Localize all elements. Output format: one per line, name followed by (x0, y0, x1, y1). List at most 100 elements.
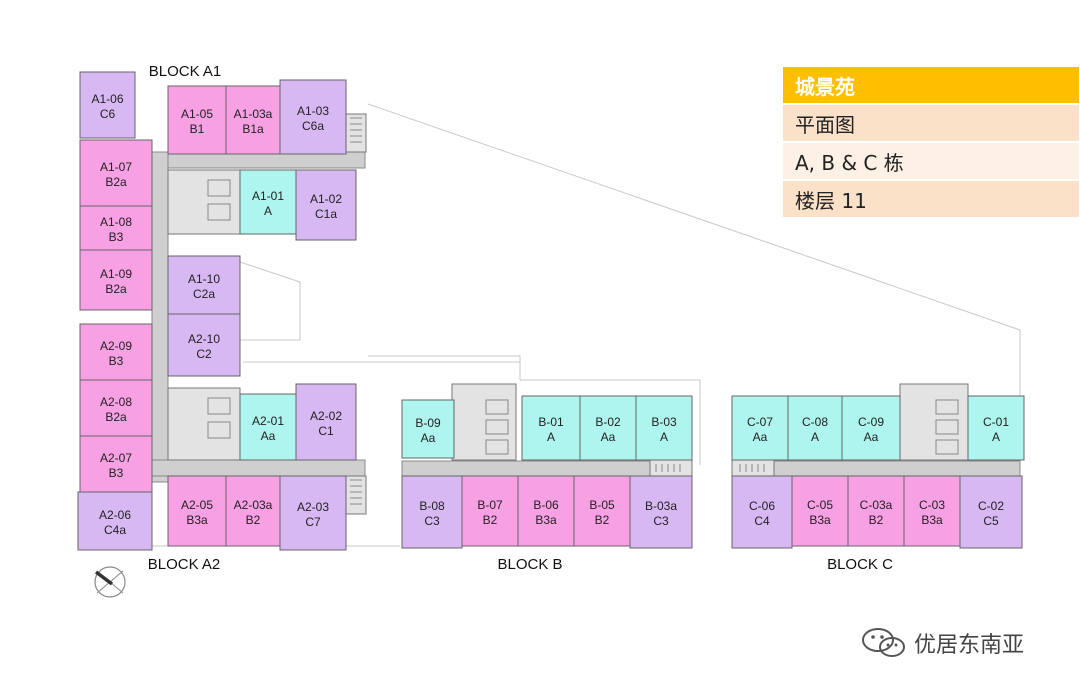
unit-shape (225, 475, 281, 547)
unit-shape (295, 383, 357, 461)
legend-floor-label: 楼层 11 (783, 181, 1079, 217)
unit-type: A (811, 430, 819, 444)
unit-type: B3 (109, 354, 124, 368)
unit-type: Aa (261, 429, 276, 443)
block-a1-label: BLOCK A1 (149, 63, 222, 80)
unit-b-01: B-01A (521, 395, 581, 461)
unit-number: A2-07 (100, 451, 132, 465)
unit-shape (847, 475, 905, 547)
unit-number: A1-02 (310, 192, 342, 206)
unit-shape (79, 323, 153, 381)
unit-number: A2-02 (310, 409, 342, 423)
unit-number: A1-07 (100, 160, 132, 174)
brand-name: 优居东南亚 (914, 633, 1025, 658)
unit-number: C-03a (860, 498, 893, 512)
unit-number: C-07 (747, 415, 773, 429)
unit-type: B3a (186, 513, 208, 527)
unit-b-03: B-03A (635, 395, 693, 461)
unit-shape (791, 475, 849, 547)
unit-type: Aa (421, 431, 436, 445)
core-details (207, 117, 959, 505)
unit-shape (903, 475, 961, 547)
corridor-c (731, 460, 1021, 477)
unit-number: A1-10 (188, 272, 220, 286)
corridor-a-spine (151, 151, 169, 483)
unit-shape (573, 475, 631, 547)
unit-number: A2-10 (188, 332, 220, 346)
unit-shape (79, 139, 153, 207)
unit-shape (295, 169, 357, 241)
block-a2-label: BLOCK A2 (148, 556, 221, 573)
unit-type: C4 (754, 514, 770, 528)
legend: 城景苑 平面图 A, B & C 栋 楼层 11 (783, 67, 1079, 219)
unit-type: C2 (196, 347, 212, 361)
unit-number: B-08 (419, 499, 445, 513)
unit-type: B2a (105, 410, 127, 424)
unit-number: B-07 (477, 498, 503, 512)
unit-number: B-02 (595, 415, 621, 429)
unit-type: B3a (921, 513, 943, 527)
unit-type: B1a (242, 122, 264, 136)
unit-shape (167, 255, 241, 315)
unit-number: A2-08 (100, 395, 132, 409)
unit-type: B3a (809, 513, 831, 527)
unit-type: A (660, 430, 668, 444)
unit-type: C7 (305, 515, 321, 529)
brand-watermark: 优居东南亚 (860, 626, 1024, 660)
unit-shape (401, 399, 455, 459)
corridor-b (401, 460, 693, 477)
unit-number: A2-06 (99, 508, 131, 522)
unit-number: B-03 (651, 415, 677, 429)
unit-type: C2a (193, 287, 215, 301)
unit-shape (959, 475, 1023, 549)
unit-shape (79, 71, 136, 139)
unit-shape (629, 475, 693, 549)
unit-number: A2-09 (100, 339, 132, 353)
unit-type: B2a (105, 175, 127, 189)
unit-number: B-09 (415, 416, 441, 430)
unit-type: B3a (535, 513, 557, 527)
unit-number: A1-03a (234, 107, 273, 121)
unit-shape (731, 395, 789, 461)
unit-type: B2 (483, 513, 498, 527)
unit-number: C-09 (858, 415, 884, 429)
unit-type: B2 (869, 513, 884, 527)
wechat-icon (862, 628, 905, 657)
unit-c-01: C-01A (967, 395, 1025, 461)
unit-type: C6 (100, 107, 116, 121)
unit-shape (79, 379, 153, 437)
units: A1-06C6A1-07B2aA1-08B3A1-09B2aA1-05B1A1-… (77, 71, 1025, 551)
unit-number: A1-03 (297, 104, 329, 118)
unit-number: A1-01 (252, 189, 284, 203)
unit-shape (967, 395, 1025, 461)
unit-type: B3 (109, 466, 124, 480)
unit-type: B1 (190, 122, 205, 136)
north-arrow-icon (94, 566, 126, 598)
stair-c (731, 459, 775, 477)
unit-shape (279, 79, 347, 155)
unit-number: B-06 (533, 498, 559, 512)
unit-type: B2 (246, 513, 261, 527)
unit-type: B2a (105, 282, 127, 296)
unit-number: B-05 (589, 498, 615, 512)
unit-type: C4a (104, 523, 126, 537)
unit-shape (79, 249, 153, 311)
unit-number: C-06 (749, 499, 775, 513)
unit-type: C3 (424, 514, 440, 528)
